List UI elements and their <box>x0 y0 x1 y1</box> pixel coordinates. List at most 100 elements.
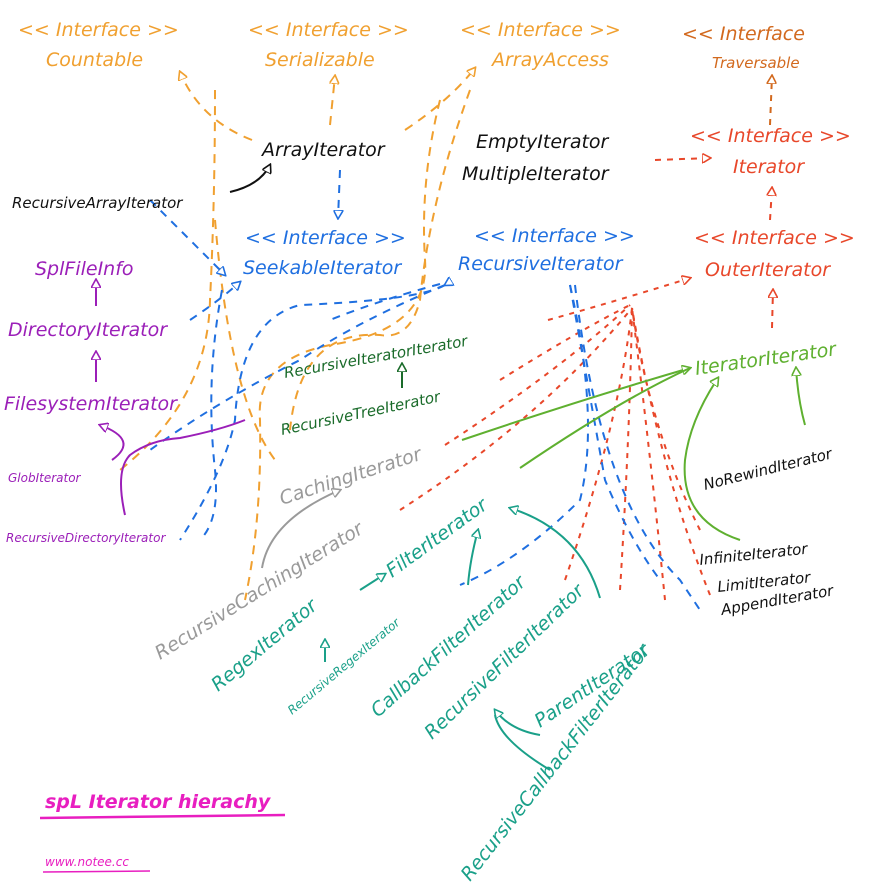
iteratoriterator-label: IteratorIterator <box>694 338 839 380</box>
node-traversable: << Interface Traversable <box>682 23 805 72</box>
arrayiterator-label: ArrayIterator <box>260 139 386 161</box>
edge-norewind-iteratoriterator <box>796 368 806 426</box>
edge-cfi-filter <box>467 530 478 586</box>
edge-rcfi-recursiveiter <box>574 284 701 611</box>
edge-glob-filesystem <box>100 425 125 461</box>
edge-empty-iterator <box>654 158 710 160</box>
edge-rci-caching <box>261 490 340 569</box>
edge-arrayiterator-arrayaccess <box>404 68 475 131</box>
globiterator-label: GlobIterator <box>8 471 82 485</box>
edge-rdi-filesystem <box>120 419 246 516</box>
edge-cfi-outer <box>564 307 633 581</box>
node-multipleiterator: MultipleIterator <box>462 163 610 185</box>
edge-rri-recursiveiter <box>459 284 589 586</box>
edge-caching-outer <box>444 304 631 446</box>
node-globiterator: GlobIterator <box>8 471 82 485</box>
edge-parent-rfi <box>495 710 541 736</box>
outer-stereotype: << Interface >> <box>694 227 855 249</box>
arrayaccess-label: ArrayAccess <box>490 49 609 71</box>
node-splfileinfo: SplFileInfo <box>35 258 134 280</box>
edge-arrayiterator-countable <box>180 72 253 141</box>
traversable-label: Traversable <box>712 54 800 72</box>
recursiveiter-label: RecursiveIterator <box>458 253 624 275</box>
directoryiterator-label: DirectoryIterator <box>8 319 168 341</box>
node-arrayaccess: << Interface >> ArrayAccess <box>460 19 621 71</box>
recursiveiter-stereotype: << Interface >> <box>474 225 635 247</box>
footer: spL Iterator hierachy www.notee.cc <box>39 791 286 873</box>
edge-caching-serializable <box>214 219 276 461</box>
node-iteratoriterator: IteratorIterator <box>694 338 839 380</box>
rii-label: RecursiveIteratorIterator <box>283 332 470 382</box>
node-norewinditerator: NoRewindIterator <box>702 444 835 494</box>
edge-glob-countable <box>244 99 441 601</box>
iterator-label: Iterator <box>733 156 805 178</box>
edge-rti-outer <box>499 304 631 381</box>
connectors <box>96 68 806 771</box>
website-url[interactable]: www.notee.cc <box>45 855 129 869</box>
node-cachingiterator: CachingIterator <box>277 443 426 510</box>
countable-label: Countable <box>46 49 143 71</box>
seekable-label: SeekableIterator <box>243 257 402 279</box>
node-filesystemiterator: FilesystemIterator <box>4 393 178 415</box>
outer-label: OuterIterator <box>705 259 831 281</box>
rti-label: RecursiveTreeIterator <box>279 387 442 439</box>
node-arrayiterator: ArrayIterator <box>260 139 386 161</box>
node-seekableiterator: << Interface >> SeekableIterator <box>243 227 406 279</box>
edge-infinite-iteratoriterator <box>683 378 741 541</box>
edge-outer-iterator <box>770 188 772 221</box>
splfileinfo-label: SplFileInfo <box>35 258 134 280</box>
node-directoryiterator: DirectoryIterator <box>8 319 168 341</box>
url-underline <box>42 870 151 873</box>
node-outeriterator: << Interface >> OuterIterator <box>694 227 855 281</box>
edge-iteratoriterator-outer <box>772 290 773 329</box>
diagram-title: spL Iterator hierachy <box>45 791 272 813</box>
edge-filter-iteratoriterator <box>519 367 691 469</box>
title-underline <box>39 813 286 820</box>
filesystemiterator-label: FilesystemIterator <box>4 393 178 415</box>
node-recursivearrayiterator: RecursiveArrayIterator <box>12 194 183 212</box>
serializable-label: Serializable <box>265 49 375 71</box>
edge-arrayiterator-seekable <box>338 169 340 218</box>
edge-rfi-recursiveiter <box>569 284 661 581</box>
edge-caching-countable <box>119 89 216 471</box>
edge-rdi-recursiveiter <box>149 284 446 451</box>
edge-parent-outer <box>631 307 666 601</box>
edge-directory-seekable <box>189 282 240 321</box>
node-serializable: << Interface >> Serializable <box>248 19 409 71</box>
edge-glob-recursiveiter <box>179 285 445 541</box>
traversable-stereotype: << Interface <box>682 23 805 45</box>
seekable-stereotype: << Interface >> <box>245 227 406 249</box>
edge-caching-arrayaccess <box>289 89 471 431</box>
recursivearrayiterator-label: RecursiveArrayIterator <box>12 194 183 212</box>
edge-recursivearray-recursiveiter <box>149 199 225 275</box>
node-recursivedirectoryiterator: RecursiveDirectoryIterator <box>6 531 166 545</box>
node-recursiveiterator: << Interface >> RecursiveIterator <box>458 225 635 275</box>
node-iterator: << Interface >> Iterator <box>690 125 851 178</box>
cachingiterator-label: CachingIterator <box>277 443 426 510</box>
edge-rfi-filter <box>510 508 601 599</box>
edge-arrayiterator-serializable <box>329 76 335 126</box>
node-countable: << Interface >> Countable <box>18 19 179 71</box>
emptyiterator-label: EmptyIterator <box>476 131 610 153</box>
edge-append-outer <box>631 307 711 596</box>
edge-recursivearray-arrayiterator <box>229 165 270 193</box>
recursivedirectoryiterator-label: RecursiveDirectoryIterator <box>6 531 166 545</box>
edge-rfi-outer <box>619 307 633 591</box>
multipleiterator-label: MultipleIterator <box>462 163 610 185</box>
node-recursiveiteratoriterator: RecursiveIteratorIterator <box>283 332 470 382</box>
edge-rii-outer <box>547 278 690 321</box>
edge-caching-iteratoriterator <box>461 368 690 441</box>
edge-iterator-traversable <box>770 76 772 126</box>
countable-stereotype: << Interface >> <box>18 19 179 41</box>
arrayaccess-stereotype: << Interface >> <box>460 19 621 41</box>
node-emptyiterator: EmptyIterator <box>476 131 610 153</box>
edge-regex-filter <box>359 574 385 591</box>
node-infiniteiterator: InfiniteIterator <box>699 540 810 569</box>
iterator-stereotype: << Interface >> <box>690 125 851 147</box>
infiniteiterator-label: InfiniteIterator <box>699 540 810 569</box>
edge-rci-recursiveiter <box>329 283 441 321</box>
edge-rcfi-cfi <box>494 714 551 771</box>
node-recursivetreeiterator: RecursiveTreeIterator <box>279 387 442 439</box>
serializable-stereotype: << Interface >> <box>248 19 409 41</box>
